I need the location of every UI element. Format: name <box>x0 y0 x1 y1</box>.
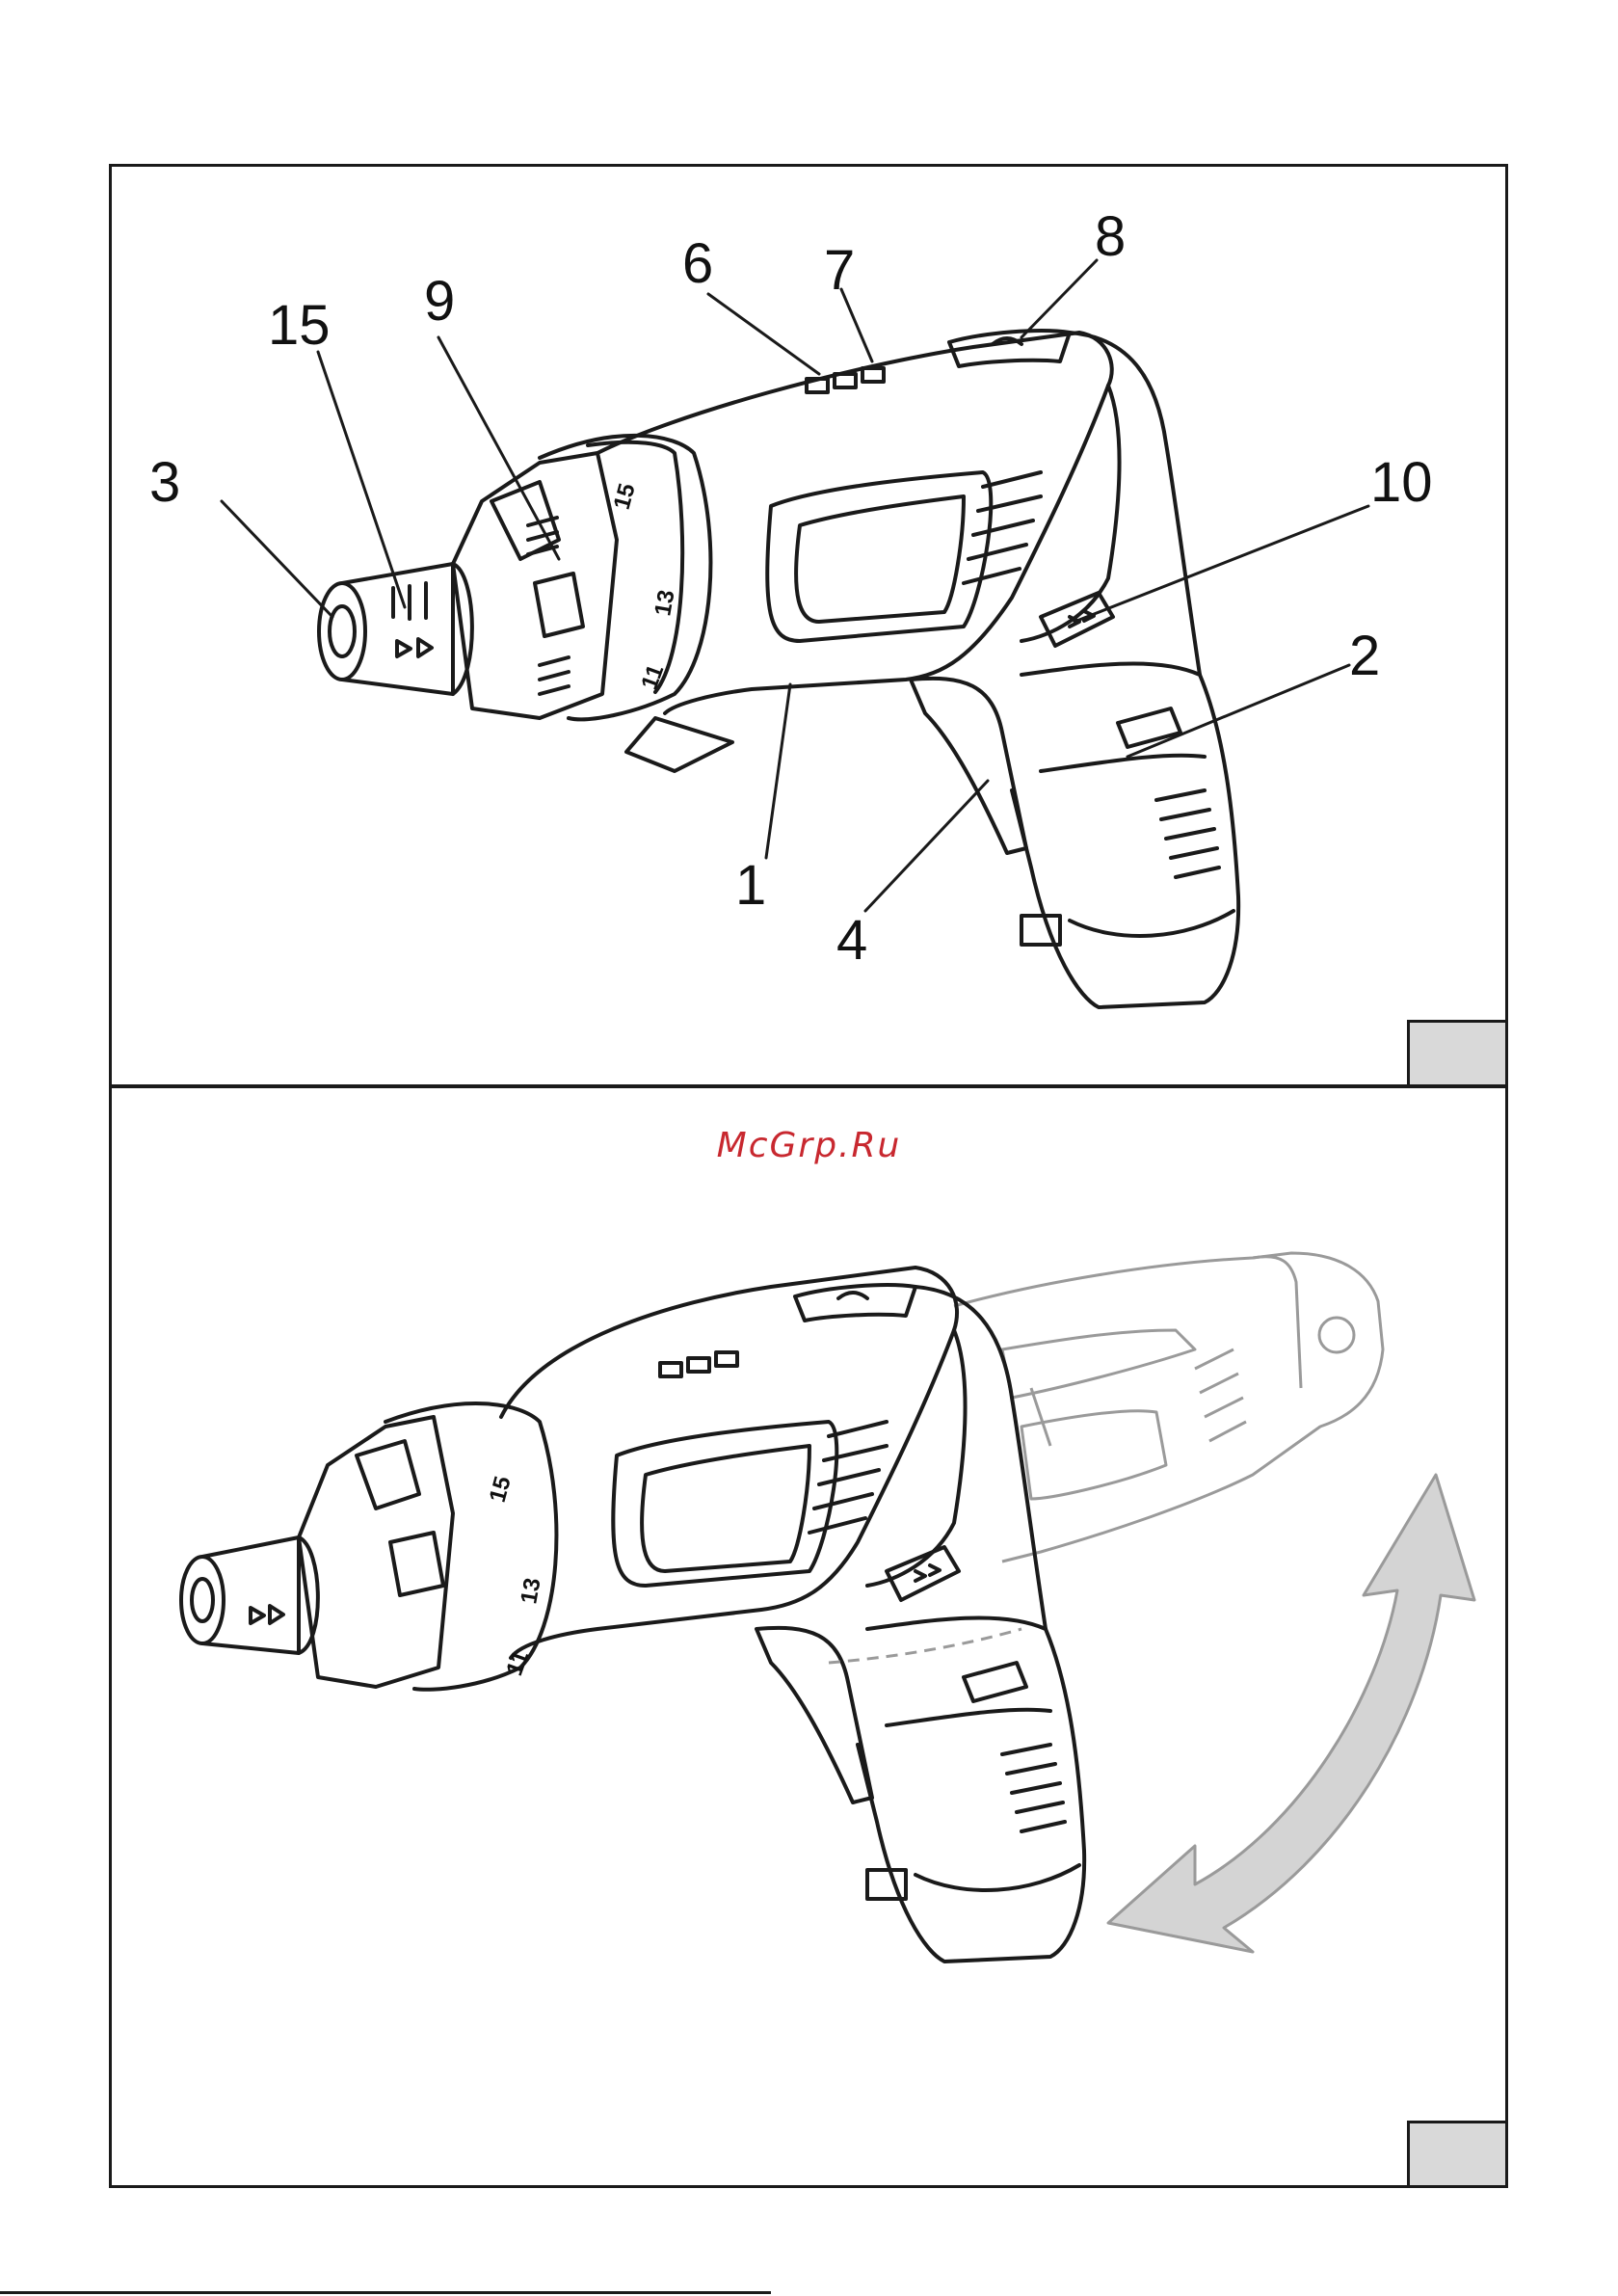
fig2-torque-mark-15: 15 <box>485 1474 517 1506</box>
fold-hinge-dashed <box>829 1629 1021 1663</box>
rotation-arrow-icon <box>1108 1475 1474 1952</box>
fig2-torque-mark-13: 13 <box>516 1576 545 1606</box>
ghost-straight-position <box>954 1253 1383 1562</box>
footer-rule <box>0 2291 771 2294</box>
screwdriver-pistol-position <box>181 1268 1084 1962</box>
